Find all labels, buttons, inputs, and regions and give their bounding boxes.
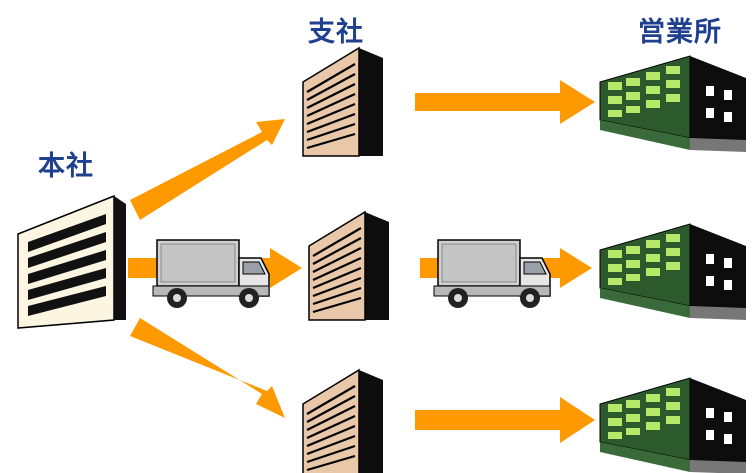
- head-office-label: 本社: [38, 151, 94, 182]
- delivery-truck-icon: [152, 239, 270, 309]
- delivery-truck-icon: [433, 239, 551, 309]
- tall-building-icon: [301, 368, 385, 473]
- arrow-branch-to-office-top: [415, 80, 595, 124]
- warehouse-building-icon: [599, 223, 747, 321]
- arrow-hq-to-branch-bottom: [130, 318, 285, 418]
- warehouse-building-icon: [599, 55, 747, 153]
- warehouse-building-icon: [599, 377, 747, 473]
- arrow-hq-to-branch-top: [130, 119, 285, 220]
- tall-building-icon: [307, 210, 391, 322]
- arrow-branch-to-office-bottom: [415, 397, 595, 443]
- office-building-icon: [17, 195, 127, 329]
- branch-label: 支社: [308, 17, 364, 48]
- tall-building-icon: [301, 46, 385, 158]
- sales-office-label: 営業所: [638, 17, 722, 48]
